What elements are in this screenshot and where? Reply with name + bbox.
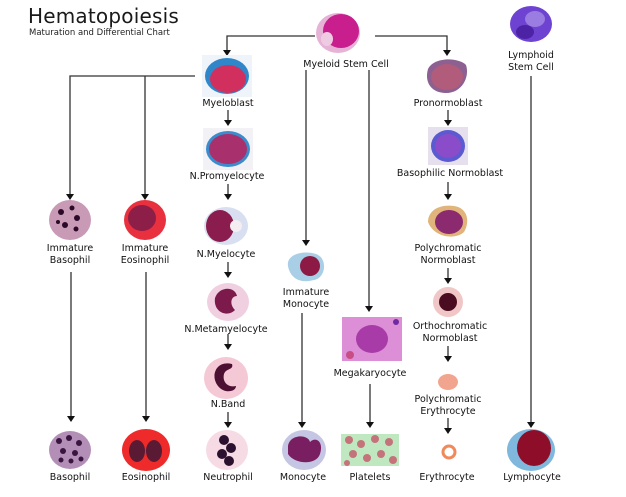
label-immature-basophil-line2: Basophil	[49, 255, 91, 266]
polychromatic-erythrocyte-image	[438, 374, 458, 390]
arrowhead	[444, 194, 452, 200]
label-basophilic-normoblast: Basophilic Normoblast	[396, 168, 504, 179]
arrowhead	[224, 344, 232, 350]
connector-myeloid-to-myeloblast	[226, 35, 315, 52]
neutrophil-image	[206, 430, 248, 470]
label-n-metamyelocyte: N.Metamyelocyte	[184, 324, 268, 335]
arrowhead	[224, 120, 232, 126]
lymphocyte-image	[507, 429, 555, 471]
label-lymphoid-line1: Lymphoid	[508, 50, 554, 61]
pronormoblast-image	[426, 59, 468, 93]
label-monocyte: Monocyte	[279, 472, 327, 483]
basophil-image	[49, 431, 91, 469]
platelets-image	[341, 434, 399, 466]
arrowhead	[224, 272, 232, 278]
label-basophil: Basophil	[49, 472, 91, 483]
label-neutrophil: Neutrophil	[203, 472, 253, 483]
arrowhead	[66, 194, 74, 200]
arrowhead	[444, 278, 452, 284]
lymphoid-stem-cell-image	[510, 6, 552, 42]
immature-basophil-image	[49, 200, 91, 240]
label-eosinophil: Eosinophil	[121, 472, 171, 483]
arrowhead	[527, 422, 535, 428]
label-myeloblast: Myeloblast	[202, 98, 254, 109]
arrowhead	[444, 428, 452, 434]
label-polychromatic-normoblast-line2: Normoblast	[420, 255, 476, 266]
megakaryocyte-image	[342, 317, 402, 361]
label-myeloid-stem-cell: Myeloid Stem Cell	[303, 59, 389, 70]
eosinophil-image	[122, 429, 170, 471]
arrowhead	[141, 194, 149, 200]
immature-eosinophil-image	[124, 200, 166, 240]
arrowhead	[302, 240, 310, 246]
basophilic-normoblast-image	[428, 127, 468, 165]
label-polychromatic-erythrocyte-line1: Polychromatic	[414, 394, 482, 405]
myeloblast-image	[202, 55, 252, 97]
orthochromatic-normoblast-image	[433, 287, 463, 317]
arrowhead	[224, 422, 232, 428]
arrowhead	[298, 422, 306, 428]
label-immature-monocyte-line2: Monocyte	[282, 299, 330, 310]
monocyte-image	[282, 430, 326, 470]
label-n-myelocyte: N.Myelocyte	[196, 249, 256, 260]
label-megakaryocyte: Megakaryocyte	[333, 368, 407, 379]
arrowhead	[444, 356, 452, 362]
connector-myeloblast-branch	[69, 75, 195, 196]
arrowhead	[443, 50, 451, 56]
n-myelocyte-image	[204, 207, 248, 245]
n-promyelocyte-image	[203, 128, 253, 170]
connector-myeloid-to-pronormoblast	[375, 35, 448, 52]
label-n-promyelocyte: N.Promyelocyte	[189, 171, 265, 182]
arrowhead	[223, 50, 231, 56]
label-erythrocyte: Erythrocyte	[419, 472, 475, 483]
label-immature-eosinophil-line2: Eosinophil	[120, 255, 170, 266]
n-band-image	[204, 357, 248, 399]
label-immature-monocyte-line1: Immature	[282, 287, 330, 298]
page-subtitle: Maturation and Differential Chart	[29, 28, 170, 38]
n-metamyelocyte-image	[207, 283, 249, 321]
erythrocyte-image	[441, 444, 457, 460]
myeloid-stem-cell-image	[316, 13, 360, 53]
arrowhead	[444, 120, 452, 126]
arrowhead	[142, 416, 150, 422]
label-immature-basophil-line1: Immature	[46, 243, 94, 254]
page-title: Hematopoiesis	[28, 4, 179, 28]
arrowhead	[366, 422, 374, 428]
label-pronormoblast: Pronormoblast	[413, 98, 483, 109]
arrowhead	[365, 306, 373, 312]
label-polychromatic-normoblast-line1: Polychromatic	[414, 243, 482, 254]
label-lymphoid-line2: Stem Cell	[508, 62, 554, 73]
immature-monocyte-image	[287, 252, 325, 282]
label-orthochromatic-normoblast-line2: Normoblast	[422, 333, 478, 344]
arrowhead	[67, 416, 75, 422]
label-n-band: N.Band	[210, 399, 246, 410]
label-lymphocyte: Lymphocyte	[503, 472, 561, 483]
arrowhead	[224, 194, 232, 200]
label-polychromatic-erythrocyte-line2: Erythrocyte	[420, 406, 476, 417]
label-platelets: Platelets	[349, 472, 391, 483]
label-orthochromatic-normoblast-line1: Orthochromatic	[412, 321, 488, 332]
polychromatic-normoblast-image	[428, 205, 468, 237]
label-immature-eosinophil-line1: Immature	[121, 243, 169, 254]
